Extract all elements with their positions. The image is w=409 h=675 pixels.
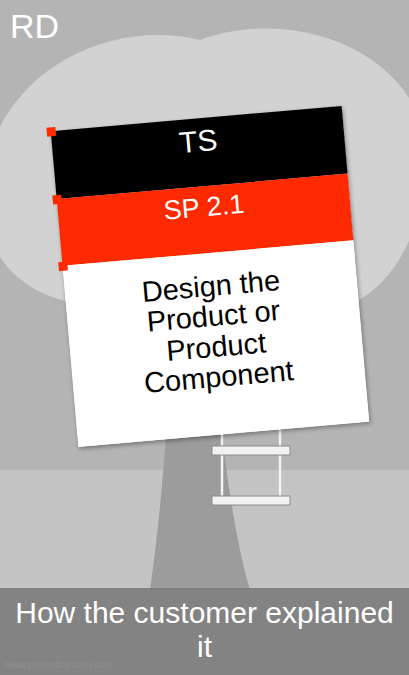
band-marker [52,195,62,205]
band-marker [46,127,56,137]
watermark: www.projectcartoon.com [4,659,113,670]
box-text: Design the Product or Product Component [119,263,311,400]
band-marker [58,261,68,271]
caption: How the customer explained it [10,596,399,663]
practice-title-box: Design the Product or Product Component [63,240,370,447]
page-title: RD [10,8,59,45]
swing-seat [212,496,290,505]
swing-seat [212,446,290,455]
card: TSSP 2.1Design the Product or Product Co… [51,106,370,447]
